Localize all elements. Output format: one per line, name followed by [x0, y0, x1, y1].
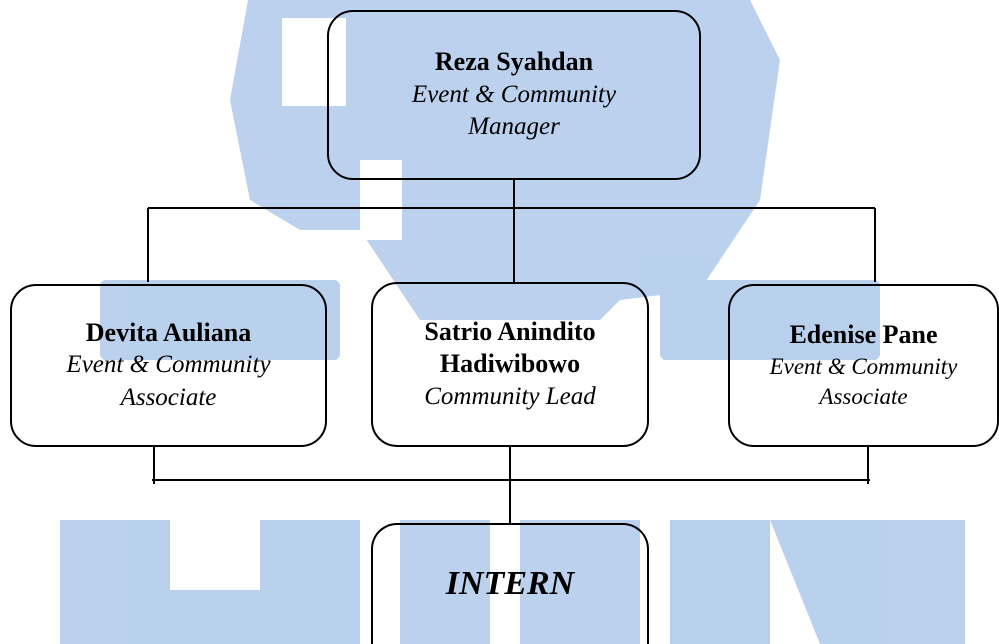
- manager-box: Reza Syahdan Event & Community Manager: [327, 10, 701, 180]
- manager-name: Reza Syahdan: [434, 47, 594, 77]
- staff-box-devita: Devita Auliana Event & Community Associa…: [10, 284, 327, 447]
- staff-role-line-1: Event & Community: [66, 351, 271, 379]
- staff-role-line-2: Associate: [819, 383, 908, 409]
- staff-role-line-1: Event & Community: [769, 353, 958, 379]
- staff-box-satrio: Satrio Anindito Hadiwibowo Community Lea…: [371, 282, 649, 447]
- staff-role-line-2: Associate: [120, 383, 217, 411]
- manager-role-line-2: Manager: [468, 113, 560, 141]
- staff-name: Edenise Pane: [789, 320, 938, 350]
- intern-label: INTERN: [445, 565, 575, 603]
- staff-name: Devita Auliana: [85, 317, 252, 347]
- staff-name-line-1: Satrio Anindito: [424, 316, 596, 346]
- staff-box-edenise: Edenise Pane Event & Community Associate: [728, 284, 999, 447]
- manager-role-line-1: Event & Community: [411, 80, 617, 108]
- staff-name-line-2: Hadiwibowo: [439, 349, 581, 379]
- intern-box: INTERN: [371, 523, 649, 644]
- staff-role: Community Lead: [424, 382, 596, 410]
